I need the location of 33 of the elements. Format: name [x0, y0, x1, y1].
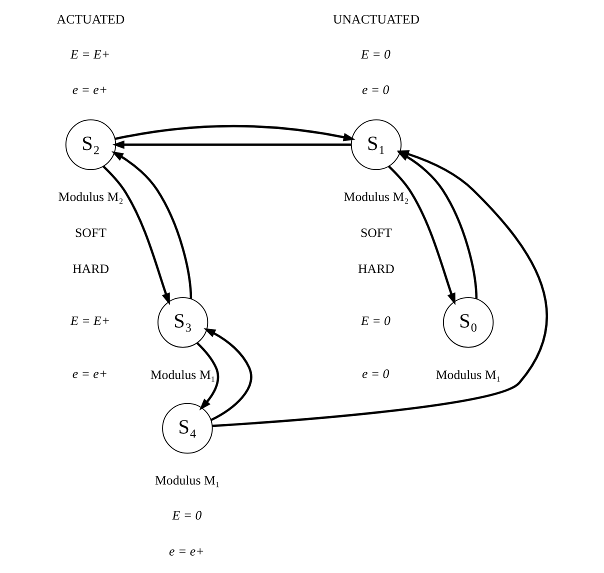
label: e = e+ [72, 83, 108, 98]
node-label: Modulus M₂ [344, 190, 409, 204]
node-circle: S₄ [162, 403, 213, 454]
label: e = 0 [362, 366, 390, 381]
label: HARD [358, 262, 394, 276]
label: E = E+ [70, 314, 110, 328]
label: e = 0 [362, 83, 390, 98]
arrow [111, 151, 192, 299]
label: E = 0 [361, 314, 390, 328]
arrow [388, 165, 456, 306]
label: HARD [72, 262, 109, 276]
label: e = e+ [169, 544, 204, 559]
node-label: Modulus M₁ [436, 368, 501, 382]
node-label: Modulus M₂ [58, 190, 124, 204]
arrow [114, 124, 356, 142]
node-circle: S₃ [158, 297, 208, 348]
node-label: Modulus M₁ [150, 368, 216, 382]
label: e = e+ [72, 366, 108, 381]
label: UNACTUATED [332, 12, 420, 26]
arrow [204, 328, 252, 422]
node-circle: S₁ [350, 119, 402, 170]
arrow [112, 140, 352, 149]
label: SOFT [75, 226, 106, 240]
label: E = 0 [172, 508, 202, 523]
label: ACTUATED [56, 12, 125, 26]
arrow [102, 165, 170, 306]
node-circle: S₀ [443, 297, 494, 348]
node-label: Modulus M₁ [154, 474, 220, 488]
node-circle: S₂ [65, 119, 116, 170]
arrow [196, 342, 220, 410]
label: SOFT [360, 226, 392, 240]
label: E = 0 [361, 47, 390, 62]
label: E = E+ [70, 47, 110, 62]
